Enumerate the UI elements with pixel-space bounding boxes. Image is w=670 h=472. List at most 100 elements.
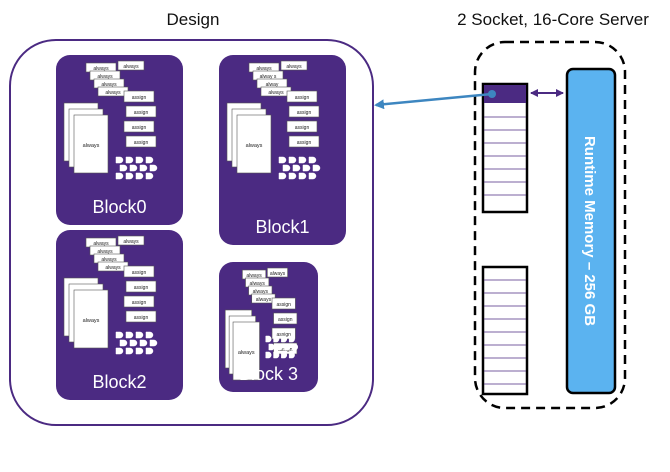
assign-label: assign xyxy=(132,270,147,276)
always-card xyxy=(280,60,308,71)
logic-gate-icon xyxy=(312,164,321,172)
socket-1 xyxy=(481,82,529,214)
assign-card xyxy=(125,135,157,148)
always-label: alway xyxy=(266,82,279,88)
always-label: always xyxy=(101,82,117,88)
logic-gate-icon xyxy=(119,339,128,347)
always-label: always xyxy=(105,90,121,96)
always-label: always xyxy=(253,289,269,295)
assign-card xyxy=(271,297,296,310)
always-card-large xyxy=(73,114,109,174)
block-3: alwaysalwaysalwaysalwaysalwaysassignassi… xyxy=(219,262,318,392)
always-card xyxy=(267,267,288,278)
assign-card xyxy=(125,105,157,118)
socket-2 xyxy=(481,265,529,396)
always-label: always xyxy=(97,249,113,255)
logic-gate-icon xyxy=(145,156,154,164)
assign-card xyxy=(123,120,155,133)
assign-label: assign xyxy=(297,110,312,116)
logic-gate-icon xyxy=(273,335,280,343)
assign-card xyxy=(288,135,320,148)
logic-gate-icon xyxy=(129,339,138,347)
assign-label: assign xyxy=(132,300,147,306)
always-card xyxy=(117,235,145,246)
logic-gate-icon xyxy=(115,347,124,355)
runtime-memory xyxy=(565,67,617,395)
always-label: alway s xyxy=(260,74,277,80)
assign-label: assign xyxy=(132,125,147,131)
assign-card xyxy=(125,280,157,293)
always-label: always xyxy=(256,297,272,303)
always-label: always xyxy=(250,281,266,287)
assign-label: assign xyxy=(134,285,149,291)
block-2: always always always always always assign assi… xyxy=(56,230,183,400)
logic-gate-icon xyxy=(125,172,134,180)
always-label: always xyxy=(97,74,113,80)
logic-gate-icon xyxy=(115,156,124,164)
logic-gate-icon xyxy=(135,172,144,180)
logic-gate-icon xyxy=(284,343,291,351)
logic-gate-icon xyxy=(298,156,307,164)
runtime-memory-label: Runtime Memory – 256 GB xyxy=(581,136,598,326)
logic-gate-icon xyxy=(278,156,287,164)
logic-gate-icon xyxy=(288,156,297,164)
block-0: alwaysalwaysalwaysalwaysalwaysassignassi… xyxy=(56,55,183,225)
logic-gate-icon xyxy=(125,331,134,339)
logic-gate-icon xyxy=(281,335,288,343)
always-label: always xyxy=(123,64,139,70)
always-label: always xyxy=(105,265,121,271)
logic-gate-icon xyxy=(288,351,295,359)
always-card xyxy=(117,60,145,71)
logic-gate-icon xyxy=(265,335,272,343)
logic-gate-icon xyxy=(276,343,283,351)
assign-label: assign xyxy=(134,315,149,321)
logic-gate-icon xyxy=(292,164,301,172)
block-1-body xyxy=(219,55,346,245)
always-label: always xyxy=(270,271,286,277)
logic-gate-icon xyxy=(278,172,287,180)
always-label: always xyxy=(83,318,100,324)
server-box xyxy=(473,40,627,410)
logic-gate-icon xyxy=(298,172,307,180)
logic-gate-icon xyxy=(135,331,144,339)
always-label: always xyxy=(268,90,284,96)
design-title: Design xyxy=(167,10,220,29)
always-label: always xyxy=(93,241,109,247)
block-to-core-arrow xyxy=(374,92,493,110)
logic-gate-icon xyxy=(273,351,280,359)
logic-gate-icon xyxy=(149,164,158,172)
logic-gate-icon xyxy=(139,339,148,347)
logic-gate-icon xyxy=(145,172,154,180)
assign-label: assign xyxy=(134,110,149,116)
logic-gate-icon xyxy=(308,172,317,180)
logic-gate-icon xyxy=(308,156,317,164)
logic-gate-icon xyxy=(292,343,298,351)
logic-gate-icon xyxy=(145,347,154,355)
logic-gate-icon xyxy=(145,331,154,339)
logic-gate-icon xyxy=(125,156,134,164)
assign-card xyxy=(123,90,155,103)
assign-label: assign xyxy=(132,95,147,101)
block-3-label: Block 3 xyxy=(239,364,298,384)
block-1-label: Block1 xyxy=(255,217,309,237)
assign-label: assign xyxy=(276,302,291,308)
block-2-label: Block2 xyxy=(92,372,146,392)
assign-label: assign xyxy=(295,125,310,131)
assign-label: assign xyxy=(134,140,149,146)
logic-gate-icon xyxy=(265,351,272,359)
logic-gate-icon xyxy=(139,164,148,172)
assign-card xyxy=(123,265,155,278)
logic-gate-icon xyxy=(115,172,124,180)
assign-label: assign xyxy=(295,95,310,101)
assign-label: assign xyxy=(278,317,293,323)
logic-gate-icon xyxy=(281,351,288,359)
always-card-large xyxy=(73,289,109,349)
always-label: always xyxy=(123,239,139,245)
server-title: 2 Socket, 16-Core Server xyxy=(457,10,649,29)
logic-gate-icon xyxy=(282,164,291,172)
logic-gate-icon xyxy=(149,339,158,347)
assign-label: assign xyxy=(276,332,291,338)
assign-label: assign xyxy=(297,140,312,146)
logic-gate-icon xyxy=(288,335,295,343)
